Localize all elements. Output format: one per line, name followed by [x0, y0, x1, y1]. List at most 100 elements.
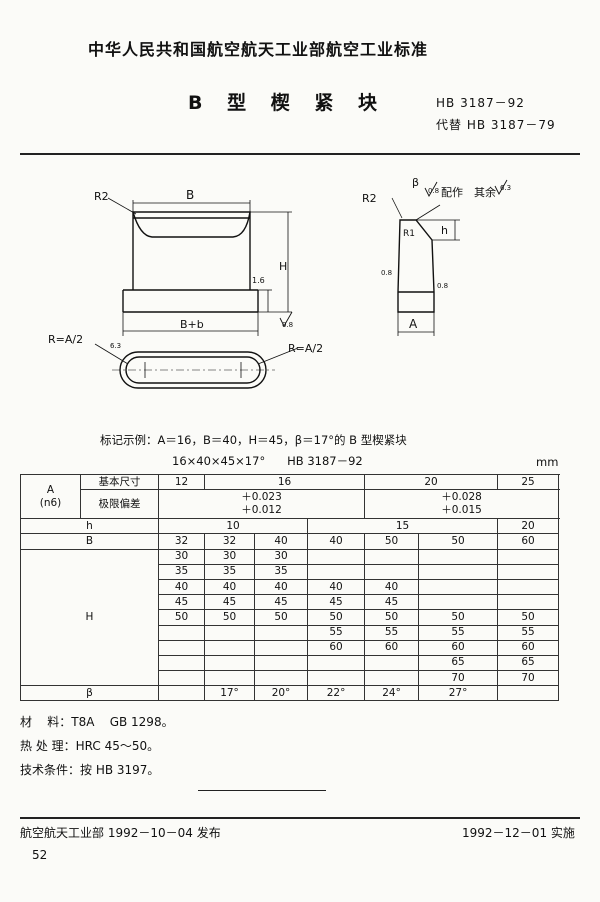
finish-0-8-d-label: 0.8 — [437, 282, 448, 290]
beta-value-cell: 17° — [204, 685, 255, 702]
issued-date: 航空航天工业部 1992－10－04 发布 — [20, 826, 221, 840]
H-value-cell — [364, 548, 420, 565]
organization-title: 中华人民共和国航空航天工业部航空工业标准 — [88, 40, 429, 59]
a-header-label: A — [46, 483, 55, 496]
side-view — [391, 179, 508, 336]
beta-value-cell: 24° — [364, 685, 420, 702]
H-value-cell: 65 — [418, 654, 499, 672]
beta-value-cell — [497, 685, 560, 702]
h-value-cell: 10 — [158, 518, 308, 535]
r1-label: R1 — [403, 229, 415, 239]
header-rule — [20, 153, 580, 155]
H-value-cell — [158, 639, 205, 656]
H-value-cell: 60 — [364, 639, 420, 656]
H-value-cell — [364, 563, 420, 580]
b-row-label: B — [20, 533, 159, 550]
H-value-cell — [418, 563, 499, 580]
beta-value-cell: 20° — [254, 685, 308, 702]
beta-row-label: β — [20, 685, 159, 702]
page-number: 52 — [32, 848, 48, 862]
H-value-cell: 55 — [497, 624, 560, 641]
H-value-cell — [204, 624, 255, 641]
finish-0-8-label: 0.8 — [282, 321, 293, 329]
H-value-cell: 40 — [158, 578, 205, 596]
a-size-cell: 20 — [364, 473, 499, 491]
spec-table: A (n6) 基本尺寸 12 16 20 25 极限偏差 ＋0.023 ＋0.0… — [20, 473, 560, 702]
h-value-cell: 15 — [306, 518, 499, 535]
r-a2-left-label: R=A/2 — [48, 333, 83, 346]
H-value-cell — [418, 594, 499, 611]
H-value-cell: 50 — [204, 609, 255, 626]
h-small-label: h — [441, 224, 448, 237]
H-value-cell — [418, 578, 499, 596]
a-dim-label: A — [409, 317, 418, 331]
finish-0-8-c-label: 0.8 — [381, 269, 392, 277]
H-row-label: H — [20, 548, 159, 687]
H-value-cell — [497, 563, 560, 580]
H-value-cell — [254, 670, 308, 687]
beta-value-cell — [158, 685, 205, 702]
H-value-cell: 50 — [497, 609, 560, 626]
beta-value-cell: 27° — [418, 685, 499, 702]
dev-20-hi: ＋0.028 — [441, 491, 482, 504]
front-view — [107, 197, 293, 336]
b-dim-label: B — [186, 188, 194, 202]
H-value-cell: 50 — [158, 609, 205, 626]
H-value-cell — [158, 654, 205, 672]
dev-cell-20: ＋0.028 ＋0.015 — [364, 489, 560, 520]
b-value-cell: 32 — [204, 533, 255, 550]
b-plus-b-label: B+b — [180, 318, 204, 331]
wedge-drawing: R2 B H B+b R=A/2 R=A/2 1.6 0.8 6.3 R2 β … — [48, 176, 511, 389]
finish-1-6-label: 1.6 — [252, 276, 265, 285]
a-size-cell: 16 — [203, 473, 366, 491]
H-value-cell — [497, 548, 560, 565]
a-size-cell: 25 — [497, 473, 560, 491]
H-value-cell — [364, 670, 420, 687]
beta-value-cell: 22° — [306, 685, 366, 702]
notes-end-rule — [198, 790, 326, 791]
H-value-cell: 50 — [364, 609, 420, 626]
table-row: h 10 15 20 — [20, 518, 560, 535]
H-value-cell: 45 — [158, 594, 205, 611]
table-row: 极限偏差 ＋0.023 ＋0.012 ＋0.028 ＋0.015 — [21, 489, 560, 520]
r2-left-label: R2 — [94, 190, 109, 203]
dev-16-lo: ＋0.012 — [241, 504, 282, 517]
dev-16-hi: ＋0.023 — [241, 491, 282, 504]
finish-6-3-left-label: 6.3 — [110, 342, 121, 350]
H-value-cell: 55 — [418, 624, 499, 641]
H-value-cell — [254, 639, 308, 656]
H-value-cell: 40 — [254, 578, 308, 596]
table-row: A (n6) 基本尺寸 12 16 20 25 — [20, 473, 560, 520]
h-dim-label: H — [279, 260, 287, 273]
H-value-cell: 50 — [254, 609, 308, 626]
b-value-cell: 50 — [364, 533, 420, 550]
H-value-cell: 65 — [497, 654, 560, 672]
finish-6-3-label: 6.3 — [500, 184, 511, 192]
material-note: 材 料：T8A GB 1298。 — [20, 715, 174, 729]
dev-cell-16: ＋0.023 ＋0.012 — [157, 489, 366, 520]
H-value-cell: 50 — [306, 609, 366, 626]
dev-20-lo: ＋0.015 — [441, 504, 482, 517]
b-value-cell: 60 — [497, 533, 560, 550]
H-value-cell: 50 — [418, 609, 499, 626]
H-value-cell: 40 — [204, 578, 255, 596]
H-value-cell: 40 — [306, 578, 366, 596]
b-value-cell: 40 — [254, 533, 308, 550]
a-header-cell: A (n6) — [20, 473, 81, 520]
H-value-cell: 45 — [364, 594, 420, 611]
footer-rule — [20, 817, 580, 819]
finish-0-8-b-label: 0.8 — [428, 187, 439, 195]
H-value-cell: 70 — [497, 670, 560, 687]
b-value-cell: 50 — [418, 533, 499, 550]
marking-code: 16×40×45×17° HB 3187－92 — [172, 454, 363, 468]
H-value-cell: 30 — [204, 548, 255, 565]
H-value-cell: 35 — [158, 563, 205, 580]
H-value-cell: 45 — [306, 594, 366, 611]
page-title: B 型 楔 紧 块 — [188, 92, 386, 114]
replaces-standard: 代替 HB 3187－79 — [436, 118, 556, 132]
H-value-cell: 45 — [204, 594, 255, 611]
table-row: β 17° 20° 22° 24° 27° — [20, 685, 560, 702]
a-header-sub: (n6) — [39, 496, 62, 509]
